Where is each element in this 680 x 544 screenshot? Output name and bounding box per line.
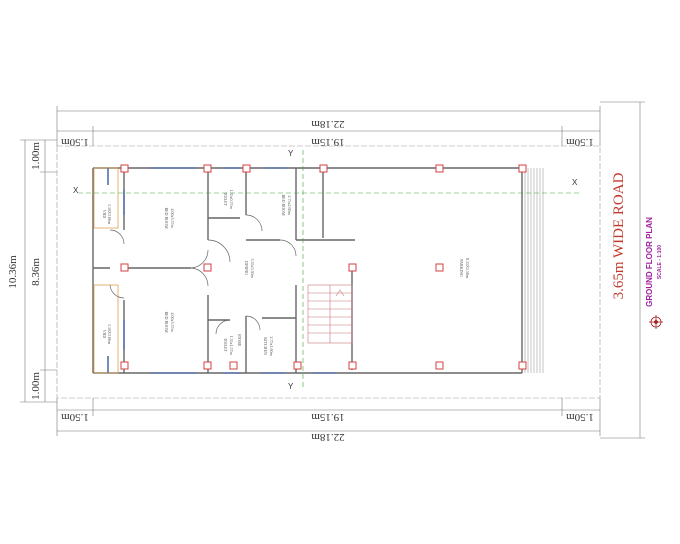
- room-kitchen: KITCHEN 2.75x1.60m: [263, 336, 274, 356]
- axis-x-left: X: [73, 186, 79, 195]
- room-name: BED ROOM: [164, 311, 169, 332]
- overall-length-bottom: 22.18m: [311, 431, 345, 443]
- room-verandah-top: VRD 1.10X3.66m: [102, 204, 112, 225]
- room-name: VRD: [102, 330, 107, 339]
- room-name: BED ROOM: [164, 207, 169, 228]
- room-size: 4.00x3.57m: [170, 312, 175, 332]
- room-name: DINING: [244, 261, 249, 275]
- room-toilet-top: TOILET 1.35x0.57m: [223, 189, 234, 209]
- room-name: TOILET: [223, 192, 228, 206]
- inner-length-bottom: 19.15m: [311, 411, 345, 423]
- room-bedroom-bottom: BED ROOM 4.00x3.57m: [164, 311, 175, 332]
- building-walls: [92, 167, 523, 374]
- room-size: 1.10X3.66m: [107, 204, 112, 225]
- axis-lines: [78, 150, 580, 390]
- room-store: STORE: [237, 334, 242, 347]
- room-size: 2.75x2.60m: [287, 195, 292, 215]
- setback-left-bottom: 1.00m: [30, 372, 42, 400]
- room-name: KITCHEN: [263, 337, 268, 355]
- setback-top-left: 1.50m: [61, 136, 89, 148]
- axis-y-bottom: Y: [288, 382, 294, 391]
- room-size: 1.10X3.66m: [107, 324, 112, 345]
- setback-bottom-right: 1.50m: [566, 411, 594, 423]
- bottom-dimensions: [56, 398, 601, 436]
- room-name: BED ROOM: [281, 194, 286, 215]
- room-size: 3.35x3.30m: [250, 258, 255, 278]
- overall-width-left: 10.36m: [7, 255, 19, 289]
- axis-x-right: X: [572, 178, 578, 187]
- room-toilet-bottom: TOILET 1.35x1.57m: [223, 335, 234, 355]
- overall-length-top: 22.18m: [311, 118, 345, 130]
- room-size: 1.35x1.57m: [229, 335, 234, 355]
- verandah-outlines: [93, 167, 119, 374]
- room-name: TOILET: [223, 338, 228, 352]
- room-size: 2.75x1.60m: [269, 336, 274, 356]
- compass-icon: [649, 315, 663, 329]
- room-name: STORE: [237, 334, 242, 347]
- setback-bottom-left: 1.50m: [61, 411, 89, 423]
- road-edge: [600, 101, 645, 439]
- room-bedroom-mid: BED ROOM 2.75x2.60m: [281, 194, 292, 215]
- inner-length-top: 19.15m: [311, 136, 345, 148]
- road-label: 3.65m WIDE ROAD: [611, 172, 627, 299]
- setback-top-right: 1.50m: [566, 136, 594, 148]
- axis-y-top: Y: [288, 149, 294, 158]
- door-swings: [109, 214, 297, 335]
- room-name: VRD: [102, 210, 107, 219]
- plot-boundary: [56, 145, 601, 399]
- top-dimensions: [56, 106, 601, 146]
- left-dimensions: [20, 139, 57, 403]
- entrance-steps: [524, 168, 544, 373]
- room-verandah-bottom: VRD 1.10X3.66m: [102, 324, 112, 345]
- plan-title: GROUND FLOOR PLAN: [645, 217, 654, 307]
- room-parking: PARKING 8.15X5.58m: [459, 258, 470, 279]
- room-dining: DINING 3.35x3.30m: [244, 258, 255, 278]
- columns: [120, 164, 527, 370]
- plan-scale: SCALE - 1:100: [657, 245, 663, 279]
- room-name: PARKING: [459, 259, 464, 277]
- room-size: 1.35x0.57m: [229, 189, 234, 209]
- room-size: 8.15X5.58m: [465, 258, 470, 279]
- room-bedroom-top: BED ROOM 4.00x3.57m: [164, 207, 175, 228]
- setback-left-top: 1.00m: [30, 142, 42, 170]
- room-size: 4.00x3.57m: [170, 208, 175, 228]
- inner-width-left: 8.36m: [30, 258, 42, 286]
- windows: [107, 167, 335, 374]
- staircase: [307, 284, 353, 344]
